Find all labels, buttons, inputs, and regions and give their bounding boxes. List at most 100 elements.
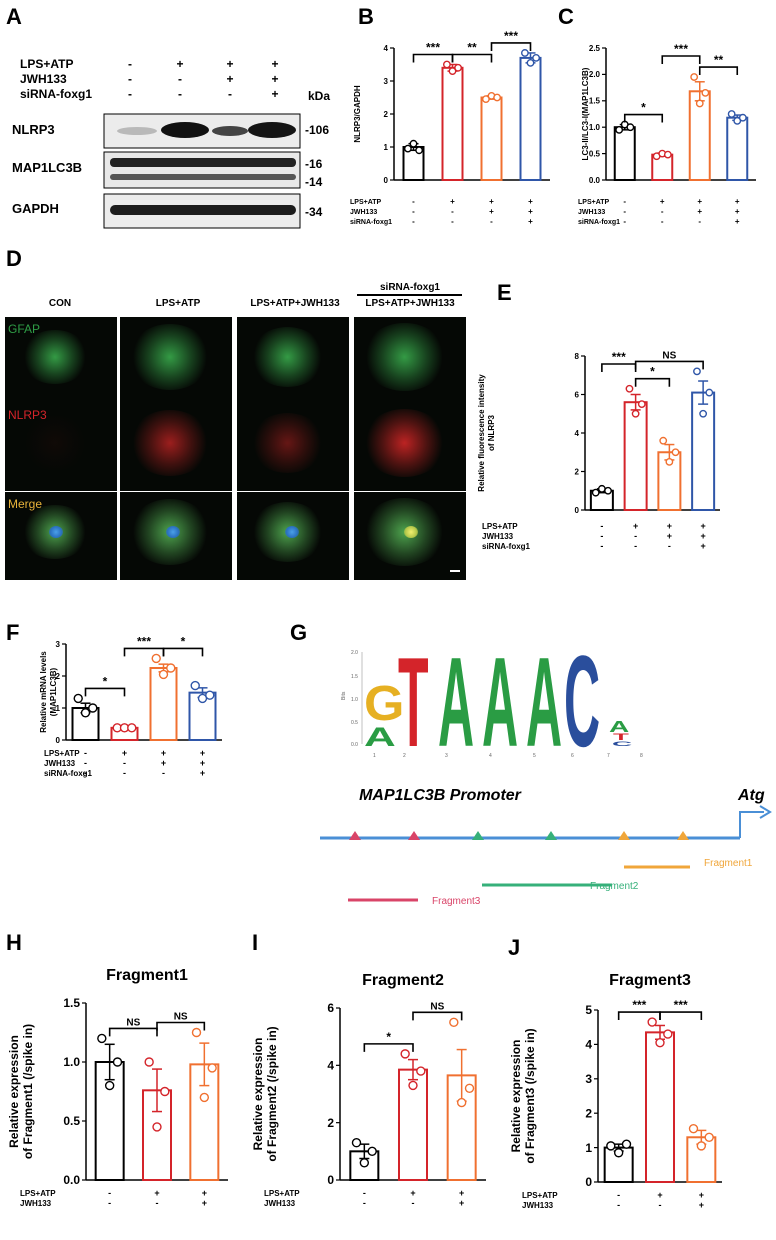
blot-sign: + [226,72,233,86]
group-row-label: JWH133 [264,1199,296,1208]
logo-position-tick: 1 [373,753,376,759]
data-point [615,125,624,134]
group-sign: + [200,768,205,778]
chart-title: Fragment2 [362,972,444,989]
data-point [448,67,457,76]
blot-sign: + [226,57,233,71]
significance-bracket [156,1021,206,1031]
data-point [701,88,710,97]
micrograph-nlrp3-4 [354,403,466,491]
band [161,122,209,138]
y-axis-label: of Fragment2 (/spike in) [265,1026,279,1161]
group-sign: + [489,197,494,206]
y-axis-label: Relative expression [509,1040,523,1153]
group-sign: + [459,1188,464,1198]
group-sign: - [123,758,126,768]
panel-g-promoter: MAP1LC3B Promoter Atg Fragment1 Fragment… [320,787,772,907]
group-sign: - [634,531,637,541]
data-point [359,1158,370,1168]
blot-sign: + [271,57,278,71]
significance-bracket [634,360,704,370]
group-row-label: LPS+ATP [20,1189,56,1198]
data-point [663,150,672,159]
group-sign: + [699,1200,704,1210]
chart-panel-b: 01234NLRP3/GAPDH********LPS+ATP-+++JWH13… [350,29,550,226]
logo-position-tick: 7 [607,753,610,759]
data-point [521,49,529,57]
blot-map1lc3b [103,151,301,189]
blot-sign: - [128,87,132,101]
data-point [408,1080,418,1091]
data-point [97,1033,107,1044]
group-sign: + [735,217,740,226]
group-sign: + [202,1188,207,1198]
y-tick-label: 1.0 [63,1055,80,1069]
band [212,126,248,136]
group-sign: + [700,531,705,541]
panel-letter-b: B [358,4,374,29]
y-tick-label: 0.5 [63,1114,80,1128]
binding-site-orange [618,831,630,840]
cell-glow [361,323,447,391]
scale-bar [450,570,460,572]
nucleus [166,526,180,538]
significance-bracket [451,53,493,63]
significance-label: *** [612,350,626,364]
y-tick-label: 4 [327,1059,334,1073]
micrograph-merge-1: Merge [5,492,117,580]
group-sign: - [108,1198,111,1208]
significance-bracket [412,1011,463,1021]
data-point [699,409,708,418]
significance-bracket [108,1027,158,1037]
group-row-label: JWH133 [350,209,377,216]
logo-ytick: 1.5 [351,674,358,680]
logo-letter-c: C [612,741,633,748]
data-point [400,1049,410,1059]
significance-label: ** [467,41,477,55]
data-point [481,95,490,104]
data-point [403,144,412,153]
significance-bracket [634,377,671,387]
logo-position-tick: 5 [533,753,536,759]
data-point [158,669,169,680]
data-point [80,708,91,718]
logo-letter-t: T [398,630,429,774]
blot-label-map1lc3b: MAP1LC3B [12,160,82,175]
fragment3-label: Fragment3 [432,896,481,907]
y-tick-label: 2 [327,1116,334,1130]
micrograph-channel-label: Merge [8,497,43,511]
y-tick-label: 4 [384,44,389,53]
group-row-label: LPS+ATP [522,1191,558,1200]
data-point [449,1017,459,1028]
data-point [705,388,714,397]
data-point [671,448,680,457]
bar [623,401,648,512]
data-point [695,99,704,108]
micrograph-channel-label: GFAP [8,322,41,336]
micrograph-col-lps-jwh: LPS+ATP+JWH133 [250,298,340,309]
y-tick-label: 0 [585,1175,592,1189]
group-sign: - [659,1200,662,1210]
data-point [625,384,634,393]
group-sign: + [122,748,127,758]
group-sign: - [84,768,87,778]
significance-bracket [698,66,739,76]
group-sign: - [412,197,415,206]
logo-letter-t: T [613,732,629,742]
group-sign: + [161,748,166,758]
significance-label: *** [504,29,518,43]
y-tick-label: 1 [585,1141,592,1155]
data-point [205,690,215,700]
y-axis-label: Relative expression [251,1038,265,1151]
data-point [696,1141,707,1151]
nucleus [404,526,418,538]
significance-bracket [162,647,204,657]
data-point [88,703,98,713]
y-tick-label: 0 [575,506,580,515]
promoter-title: MAP1LC3B Promoter [359,787,522,804]
blot-row-label-jwh: JWH133 [20,72,67,86]
binding-site-orange [677,831,689,840]
data-point [655,1037,665,1048]
group-row-label: siRNA-foxg1 [482,542,531,551]
